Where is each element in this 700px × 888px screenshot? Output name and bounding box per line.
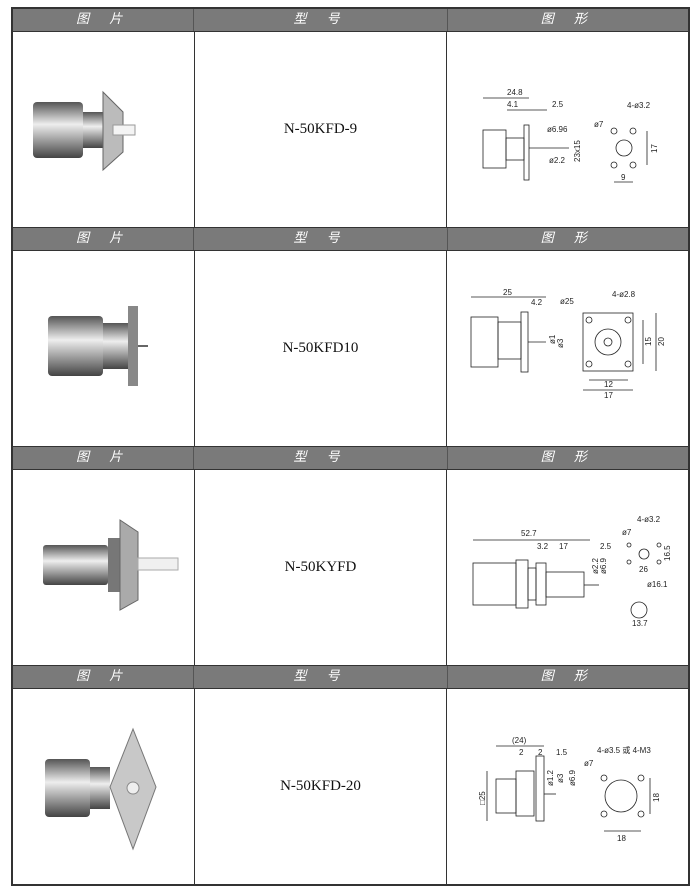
dim-label: ø25 [560,297,574,306]
dim-label: 4-ø3.2 [627,101,651,110]
table-row: N-50KFD-9 24.8 4.1 2.5 ø6.96 ø2.2 23x15 … [13,32,688,228]
header-model: 型 号 [194,228,448,250]
dim-label: ø3 [556,773,565,783]
dim-label: 2.5 [552,100,564,109]
dim-label: 1.5 [556,748,568,757]
product-table: 图 片型 号图 形 N-50KFD-9 24.8 4.1 2.5 ø6.96 ø… [11,7,690,886]
dim-label: ø6.96 [547,125,568,134]
dimension-drawing: 25 4.2 ø25 4-ø2.8 ø1 ø3 15 20 12 17 [447,251,688,446]
dim-label: ø7 [594,120,604,129]
dim-label: ø2.2 [549,156,566,165]
model-number: N-50KYFD [195,470,447,665]
product-photo [13,689,195,884]
product-photo [13,470,195,665]
dim-label: 4-ø2.8 [612,290,636,299]
dim-label: 16.5 [663,545,672,561]
dim-label: 9 [621,173,626,182]
dim-label: 2 [538,748,543,757]
table-row: N-50KFD10 25 4.2 ø25 4-ø2.8 ø1 ø3 15 20 … [13,251,688,447]
model-number: N-50KFD-9 [195,32,447,227]
dim-label: 13.7 [632,619,648,628]
dim-label: ø2.2 [591,557,600,574]
dimension-drawing: 52.7 3.2 17 2.5 ø2.2 ø6.9 4-ø3.2 ø7 16.5… [447,470,688,665]
dim-label: ø7 [584,759,594,768]
dim-label: ø7 [622,528,632,537]
dim-label: 15 [644,337,653,346]
dim-label: 4.1 [507,100,519,109]
dim-label: ø6.9 [599,557,608,574]
header-model: 型 号 [194,9,448,31]
header-drawing: 图 形 [540,669,595,684]
drawing-svg: (24) 2 2 1.5 ø1.2 ø3 ø6.9 □25 4-ø3.5 或 4… [478,736,661,843]
dim-label: ø3 [556,338,565,348]
header-drawing: 图 形 [540,450,595,465]
table-row: N-50KYFD 52.7 3.2 17 2.5 ø2.2 ø6.9 4-ø3.… [13,470,688,666]
dim-label: ø1.2 [546,769,555,786]
dim-label: 4-ø3.2 [637,515,661,524]
header-photo: 图 片 [13,666,195,688]
dim-label: ø16.1 [647,580,668,589]
dim-label: 12 [604,380,613,389]
dim-label: 17 [650,144,659,153]
connector-photo [33,90,136,172]
dim-label: 23x15 [573,140,582,162]
dim-label: 4-ø3.5 或 4-M3 [597,745,651,755]
product-photo [13,32,195,227]
model-number: N-50KFD10 [195,251,447,446]
dim-label: 52.7 [521,529,537,538]
connector-photo [45,727,157,851]
header-model: 型 号 [194,447,448,469]
table-header: 图 片型 号 图 形 [13,9,688,32]
dim-label: 4.2 [531,298,543,307]
dimension-drawing: 24.8 4.1 2.5 ø6.96 ø2.2 23x15 ø7 4-ø3.2 … [447,32,688,227]
connector-photo [48,306,148,386]
drawing-svg: 52.7 3.2 17 2.5 ø2.2 ø6.9 4-ø3.2 ø7 16.5… [472,515,672,628]
header-photo: 图 片 [13,447,195,469]
drawing-svg: 25 4.2 ø25 4-ø2.8 ø1 ø3 15 20 12 17 [470,288,666,400]
product-photo [13,251,195,446]
dim-label: 3.2 [537,542,549,551]
table-header: 图 片型 号 图 形 [13,666,688,689]
header-photo: 图 片 [13,228,195,250]
dim-label: 18 [652,793,661,802]
dim-label: 2.5 [600,542,612,551]
table-header: 图 片型 号 图 形 [13,447,688,470]
dim-label: 20 [657,337,666,346]
dim-label: 25 [503,288,512,297]
header-photo: 图 片 [13,9,195,31]
drawing-svg: 24.8 4.1 2.5 ø6.96 ø2.2 23x15 ø7 4-ø3.2 … [482,88,659,183]
dimension-drawing: (24) 2 2 1.5 ø1.2 ø3 ø6.9 □25 4-ø3.5 或 4… [447,689,688,884]
header-model: 型 号 [194,666,448,688]
dim-label: 17 [559,542,568,551]
dim-label: 2 [519,748,524,757]
table-header: 图 片型 号 图 形 [13,228,688,251]
dim-label: 24.8 [507,88,523,97]
dim-label: 17 [604,391,613,400]
dim-label: 18 [617,834,626,843]
header-drawing: 图 形 [540,12,595,27]
dim-label: (24) [512,736,527,745]
model-number: N-50KFD-20 [195,689,447,884]
header-drawing: 图 形 [540,231,595,246]
dim-label: □25 [478,791,487,805]
dim-label: 26 [639,565,648,574]
connector-photo [43,519,179,611]
dim-label: ø1 [548,334,557,344]
dim-label: ø6.9 [568,769,577,786]
table-row: N-50KFD-20 (24) 2 2 1.5 ø1.2 ø3 ø6.9 □25… [13,689,688,884]
